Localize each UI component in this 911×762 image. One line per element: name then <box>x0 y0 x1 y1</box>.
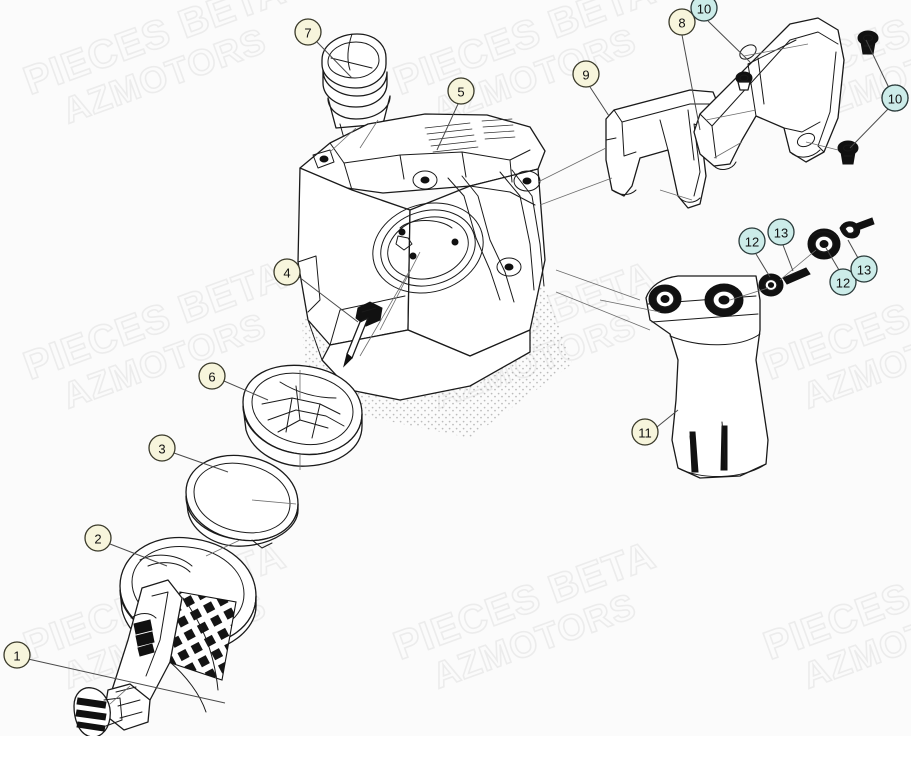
part-3-sealing-ring <box>185 454 299 549</box>
callout-leader-line <box>707 20 751 63</box>
callout-marker-label: 13 <box>774 226 788 241</box>
callout-leader-line <box>436 103 459 151</box>
callout-2[interactable]: 2 <box>84 524 112 552</box>
callout-marker-label: 3 <box>158 442 165 457</box>
callout-12b[interactable]: 12 <box>829 268 857 296</box>
filter-spring-clip <box>133 619 155 657</box>
part-6-filter-cage <box>242 364 363 467</box>
callout-leader-line <box>755 253 771 278</box>
callout-7[interactable]: 7 <box>294 18 322 46</box>
callout-marker-circle[interactable] <box>829 268 857 296</box>
callout-9[interactable]: 9 <box>572 60 600 88</box>
callout-marker-circle[interactable] <box>84 524 112 552</box>
callout-marker-circle[interactable] <box>572 60 600 88</box>
bracket-boss-bottom <box>796 132 816 148</box>
callout-leader-line <box>589 86 610 117</box>
callout-leader-line <box>316 41 353 79</box>
callout-leader-line <box>223 380 269 401</box>
callout-marker-label: 12 <box>745 235 759 250</box>
boss-mid-left <box>412 170 438 190</box>
part-13-fastener-right <box>839 217 875 239</box>
callout-leader-line <box>849 107 890 149</box>
part-4-fixing-screw <box>343 301 383 368</box>
callout-marker-circle[interactable] <box>668 8 696 36</box>
part-8-side-panel-bracket <box>693 17 845 170</box>
callout-marker-circle[interactable] <box>738 227 766 255</box>
callout-leader-line <box>681 34 701 131</box>
callout-4[interactable]: 4 <box>273 258 301 286</box>
callout-marker-label: 10 <box>697 2 711 17</box>
callout-marker-label: 12 <box>836 276 850 291</box>
callout-leader-line <box>825 247 840 271</box>
callout-marker-label: 9 <box>582 68 589 83</box>
part-10-bolt-upper <box>857 30 879 55</box>
callout-leader-line <box>109 543 168 567</box>
part-5-air-box-body <box>297 113 546 401</box>
callout-10a[interactable]: 10 <box>690 0 718 22</box>
callout-8[interactable]: 8 <box>668 8 696 36</box>
callout-leader-line <box>298 276 359 323</box>
callout-12a[interactable]: 12 <box>738 227 766 255</box>
callout-marker-label: 10 <box>888 92 902 107</box>
callout-marker-circle[interactable] <box>3 641 31 669</box>
callout-marker-circle[interactable] <box>447 77 475 105</box>
callout-3[interactable]: 3 <box>148 434 176 462</box>
callout-leader-line <box>27 658 226 704</box>
callout-marker-label: 1 <box>13 649 20 664</box>
callout-marker-label: 4 <box>283 266 290 281</box>
callout-11[interactable]: 11 <box>631 418 659 446</box>
callout-marker-circle[interactable] <box>198 362 226 390</box>
part-2-air-filter-element <box>103 536 257 731</box>
part-13-fastener-left <box>782 267 811 285</box>
part-7-intake-snorkel <box>321 33 391 146</box>
callout-marker-circle[interactable] <box>881 84 909 112</box>
callout-marker-label: 5 <box>457 85 464 100</box>
part-12-grommet-left <box>758 273 784 297</box>
callout-marker-label: 13 <box>857 263 871 278</box>
callout-marker-label: 2 <box>94 532 101 547</box>
duct-grommet-left <box>648 284 682 314</box>
callout-marker-circle[interactable] <box>767 218 795 246</box>
filter-opening <box>372 202 484 294</box>
boss-lower-right <box>496 257 522 277</box>
callout-leader-line <box>865 39 890 89</box>
part-9-support-frame <box>605 89 719 209</box>
callout-13b[interactable]: 13 <box>850 255 878 283</box>
bracket-boss-top <box>739 44 757 60</box>
callout-marker-label: 6 <box>208 370 215 385</box>
callout-13a[interactable]: 13 <box>767 218 795 246</box>
part-1-intake-clamp <box>73 687 123 738</box>
duct-grommet-right <box>704 283 744 317</box>
callout-marker-circle[interactable] <box>294 18 322 46</box>
callout-leader-line <box>782 244 794 272</box>
callout-marker-circle[interactable] <box>850 255 878 283</box>
callout-marker-circle[interactable] <box>273 258 301 286</box>
bracket-mounted-screw <box>735 71 753 91</box>
callout-marker-circle[interactable] <box>148 434 176 462</box>
callout-leader-line <box>847 239 859 259</box>
callout-marker-label: 11 <box>638 426 652 441</box>
callout-marker-circle[interactable] <box>690 0 718 22</box>
callout-10c[interactable]: 10 <box>881 84 909 112</box>
callout-marker-label: 7 <box>304 26 311 41</box>
callout-leader-line <box>656 409 679 428</box>
callout-1[interactable]: 1 <box>3 641 31 669</box>
callout-leader-line <box>173 452 229 473</box>
assembly-alignment-lines <box>109 43 839 705</box>
part-12-grommet-right <box>807 228 841 260</box>
callout-5[interactable]: 5 <box>447 77 475 105</box>
callout-marker-circle[interactable] <box>631 418 659 446</box>
callout-marker-label: 8 <box>678 16 685 31</box>
callout-6[interactable]: 6 <box>198 362 226 390</box>
